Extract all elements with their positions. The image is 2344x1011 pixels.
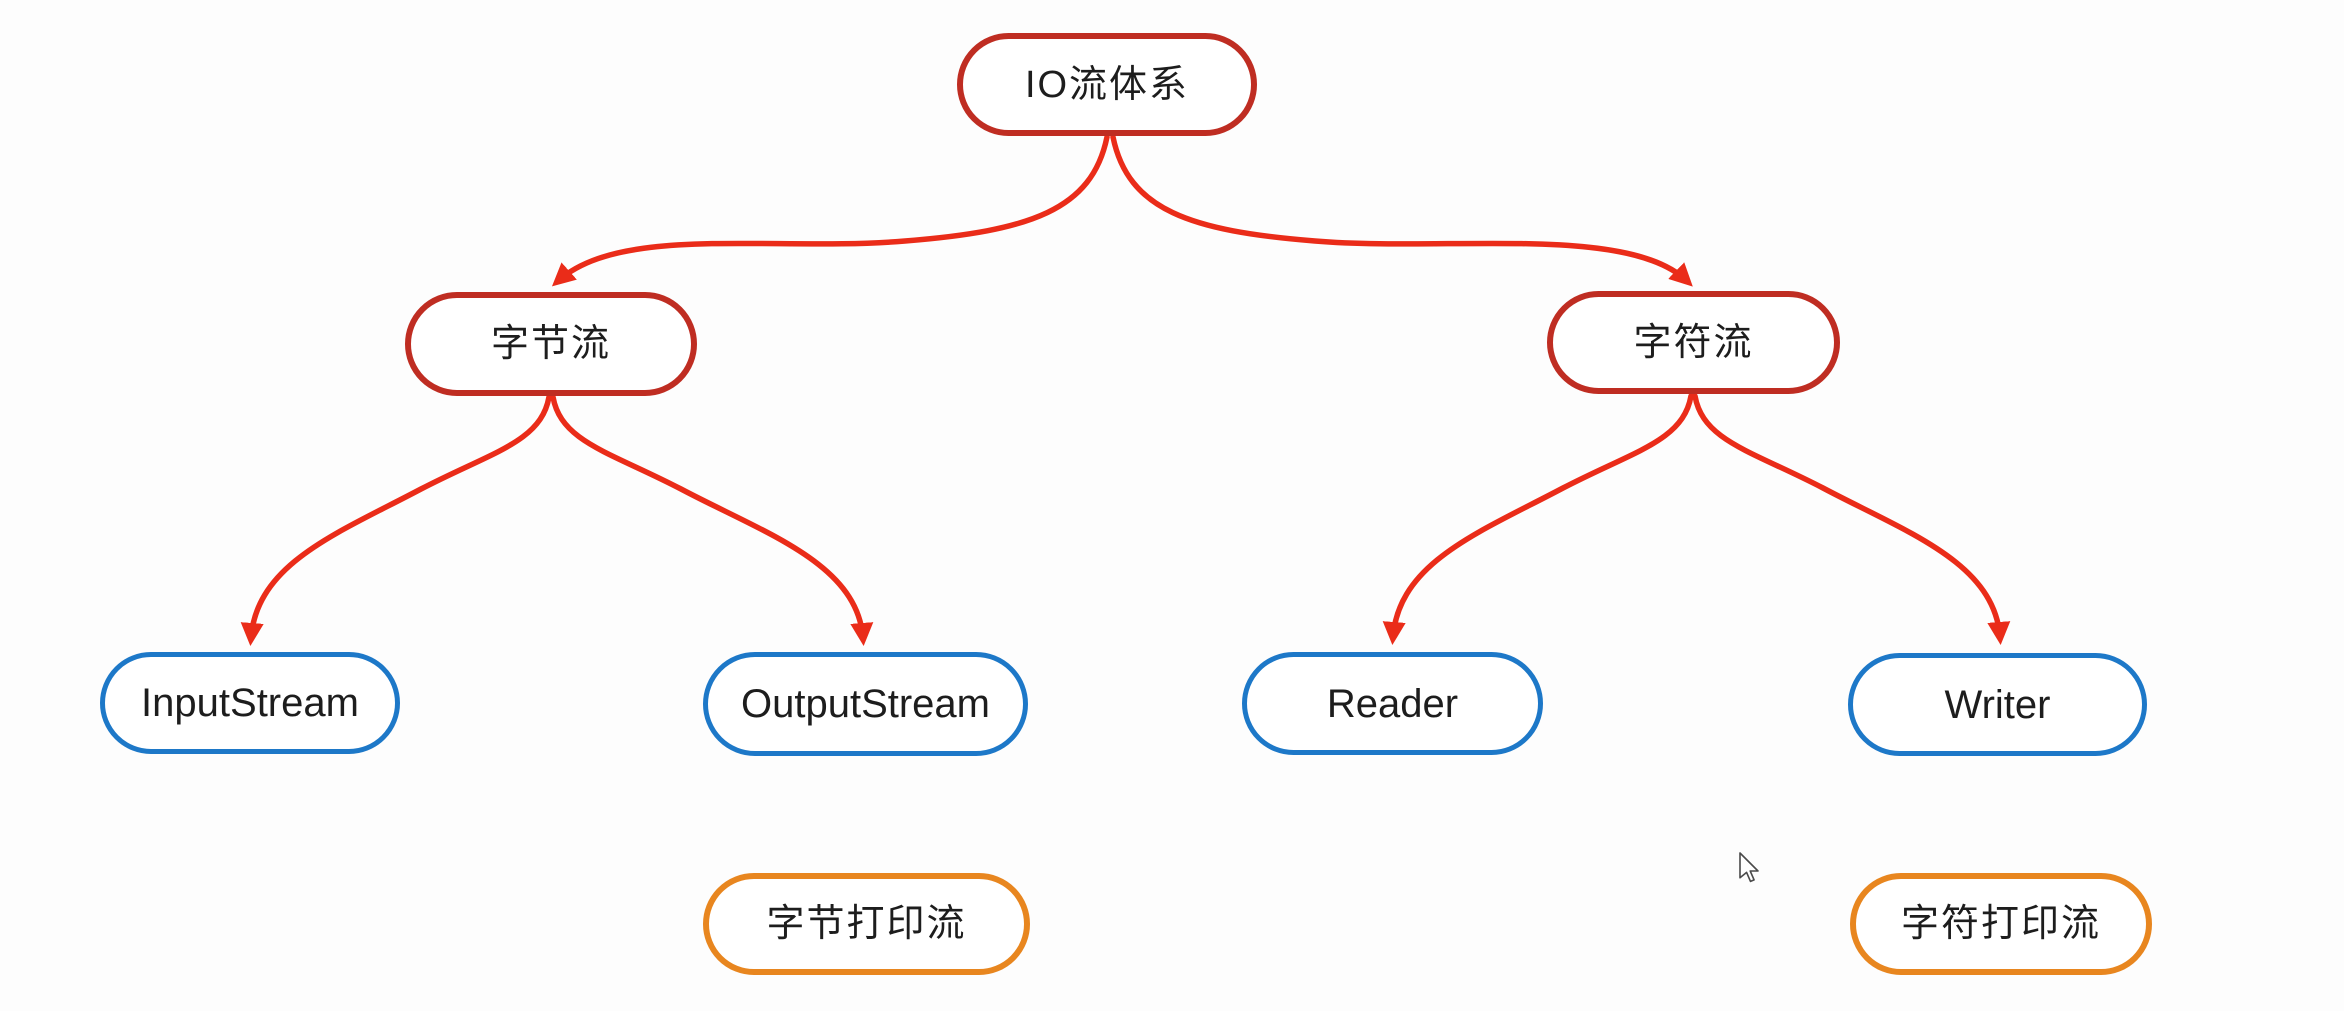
node-writer-label: Writer <box>1944 682 2051 727</box>
node-writer[interactable]: Writer <box>1848 653 2147 756</box>
node-outputstream[interactable]: OutputStream <box>703 652 1028 756</box>
edge-char-stream-to-reader-arrow <box>1382 393 1694 646</box>
node-char-stream-label: 字符流 <box>1633 321 1754 364</box>
edge-byte-stream-to-inputstream-arrow <box>240 394 552 647</box>
node-char-print-stream-label: 字符打印流 <box>1900 903 2101 945</box>
node-io-stream-system[interactable]: IO流体系 <box>957 33 1257 136</box>
node-byte-stream[interactable]: 字节流 <box>405 292 697 396</box>
node-outputstream-label: OutputStream <box>740 682 990 726</box>
edge-char-stream-to-writer-arrow <box>1692 393 2011 646</box>
edge-byte-stream-to-outputstream-arrow <box>550 394 874 647</box>
node-char-stream[interactable]: 字符流 <box>1547 291 1840 394</box>
node-reader-label: Reader <box>1326 681 1459 726</box>
node-inputstream-label: InputStream <box>141 681 359 725</box>
node-byte-print-stream-label: 字节打印流 <box>766 903 967 945</box>
node-byte-stream-label: 字节流 <box>490 323 611 365</box>
node-io-stream-system-label: IO流体系 <box>1024 63 1190 106</box>
node-inputstream[interactable]: InputStream <box>100 652 400 754</box>
node-char-print-stream[interactable]: 字符打印流 <box>1850 873 2152 975</box>
edge-io-to-char-stream-arrow <box>1110 134 1693 287</box>
node-byte-print-stream[interactable]: 字节打印流 <box>703 873 1030 975</box>
node-reader[interactable]: Reader <box>1242 652 1543 755</box>
edge-io-to-byte-stream-arrow <box>551 134 1110 287</box>
